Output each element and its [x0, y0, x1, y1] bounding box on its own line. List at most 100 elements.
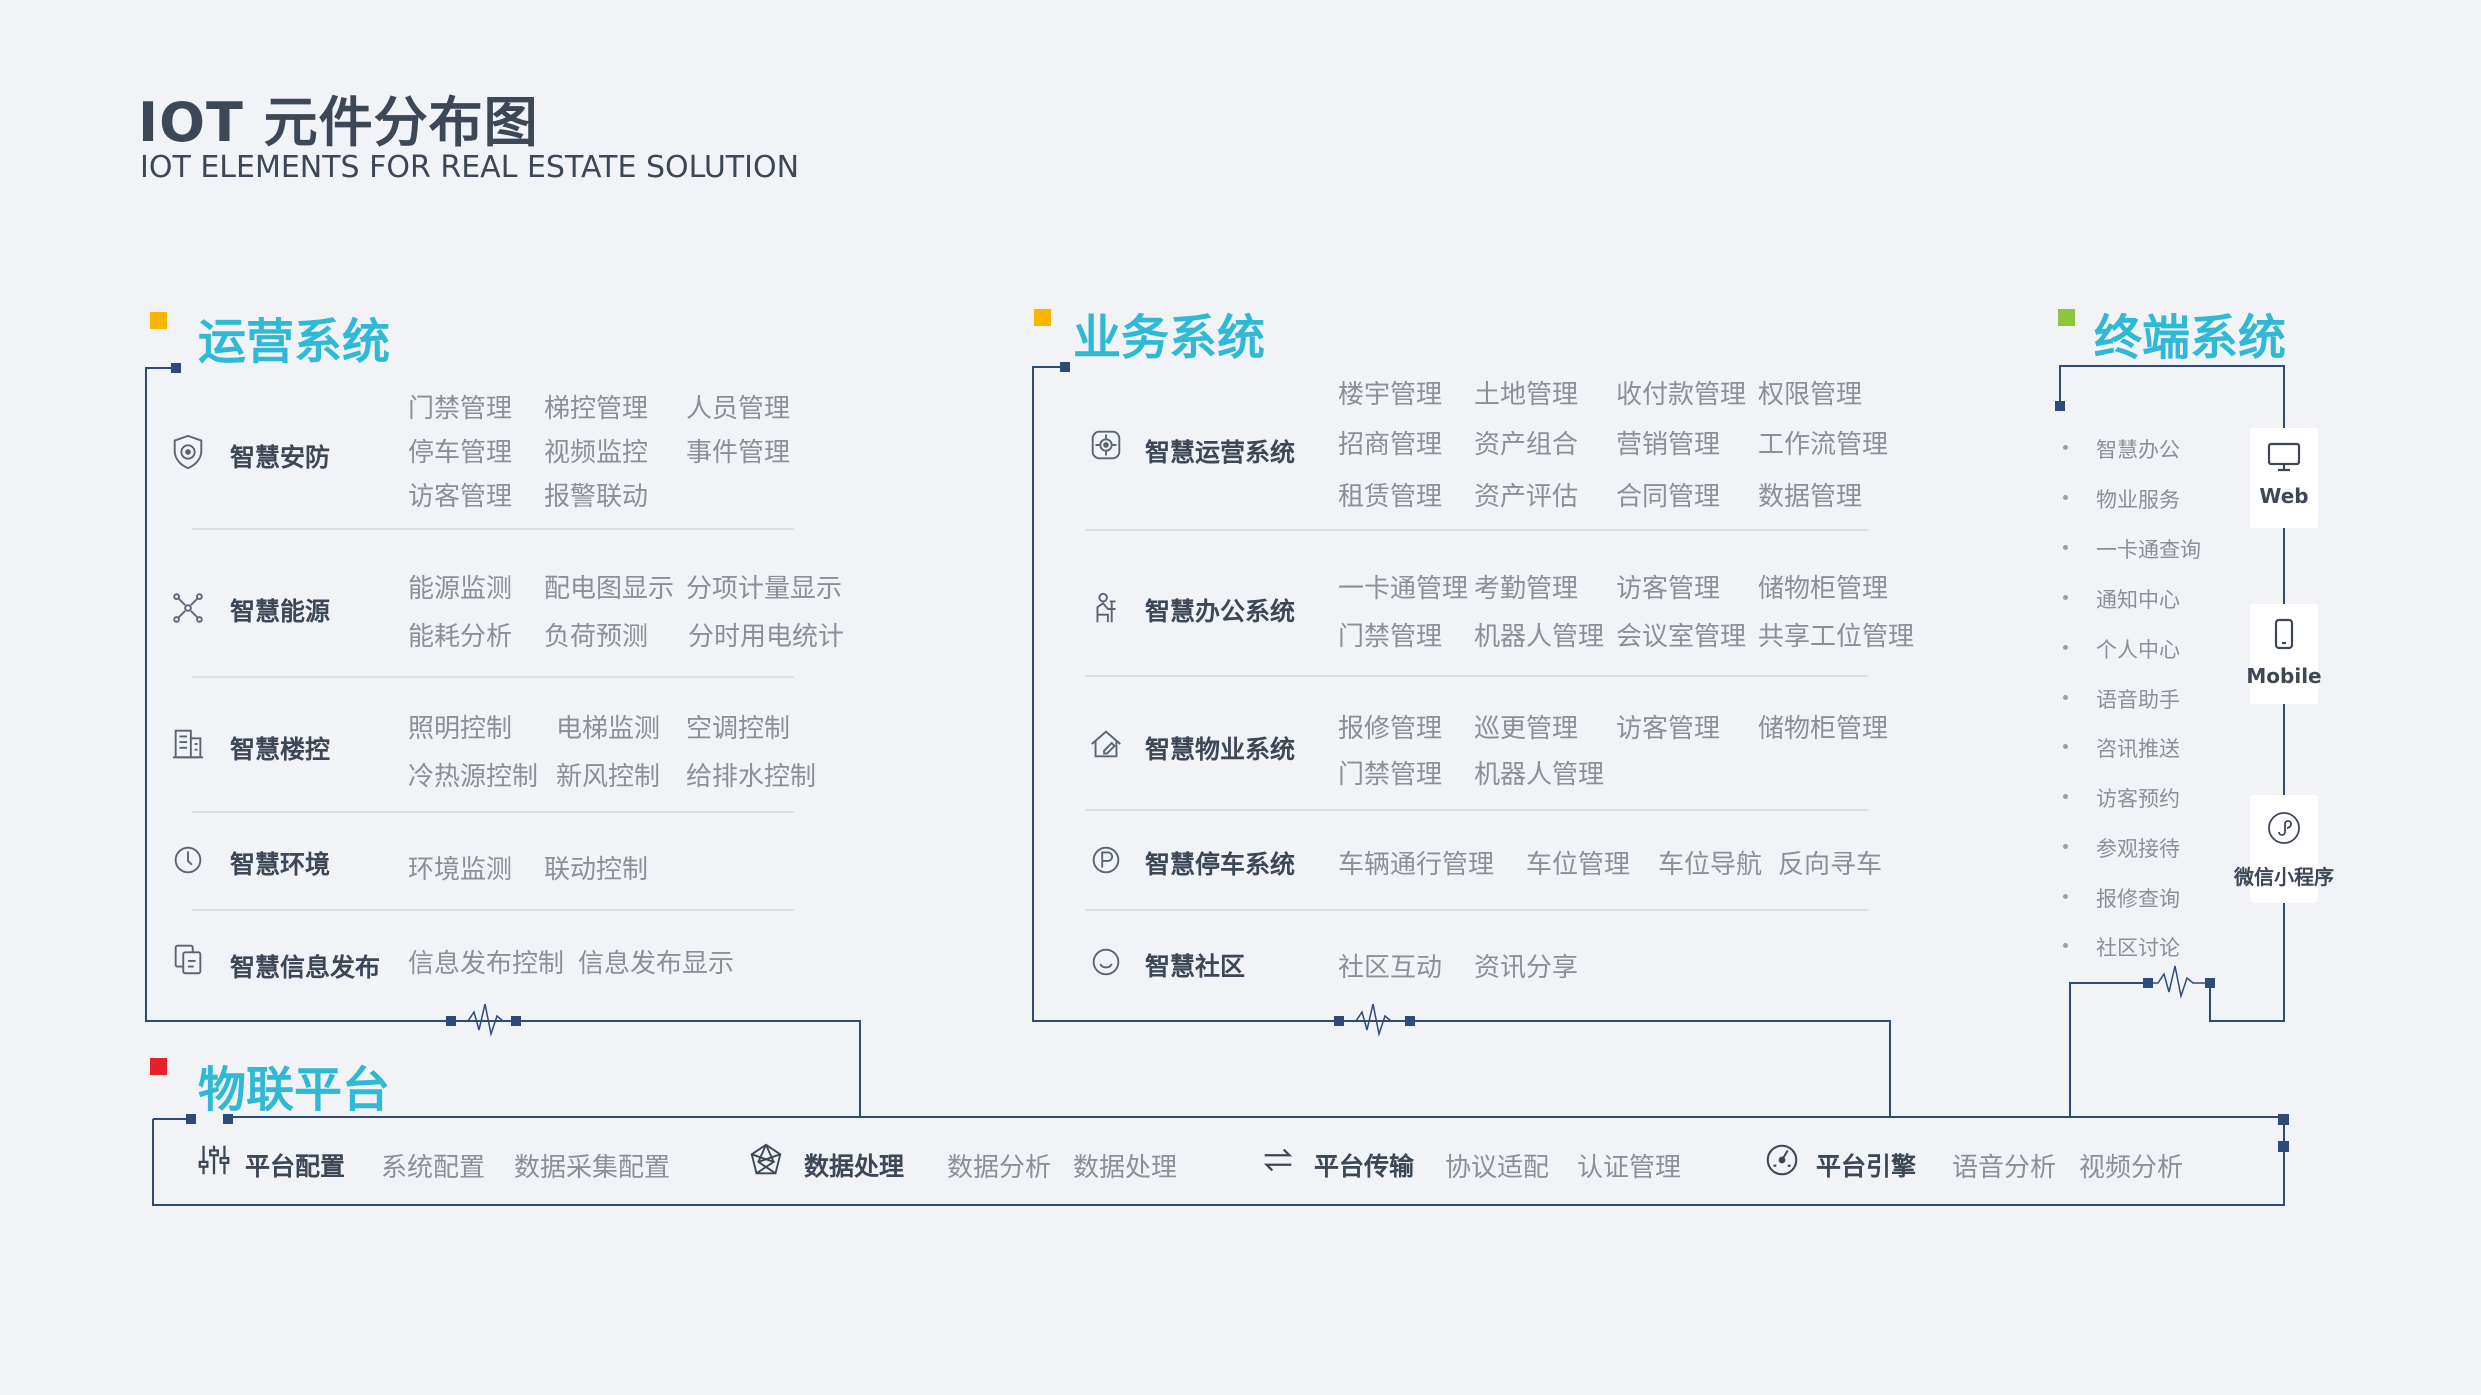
- office-worker-icon: [1084, 587, 1128, 631]
- biz-item: 门禁管理: [1338, 760, 1443, 790]
- terminal-bullet: [2063, 844, 2068, 849]
- terminal-bullet: [2063, 495, 2068, 500]
- page-title: IOT 元件分布图: [138, 91, 539, 154]
- biz-item: 资产组合: [1474, 430, 1579, 460]
- parking-icon: [1084, 838, 1128, 882]
- ops-item: 配电图显示: [544, 574, 675, 604]
- ops-item: 梯控管理: [544, 394, 649, 424]
- biz-item: 考勤管理: [1474, 574, 1579, 604]
- terminal-bullet: [2063, 894, 2068, 899]
- platform-cat-transport: 平台传输: [1314, 1152, 1415, 1181]
- biz-cat-office: 智慧办公系统: [1145, 597, 1296, 626]
- biz-item: 储物柜管理: [1758, 714, 1889, 744]
- environment-icon: [166, 838, 210, 882]
- terminal-item: 语音助手: [2096, 688, 2180, 712]
- biz-item: 门禁管理: [1338, 622, 1443, 652]
- sliders-icon: [192, 1138, 236, 1182]
- platform-item: 数据采集配置: [514, 1153, 671, 1183]
- platform-item: 数据分析: [947, 1153, 1052, 1183]
- biz-divider: [1085, 675, 1868, 677]
- ops-item: 视频监控: [544, 438, 649, 468]
- biz-cat-parking: 智慧停车系统: [1145, 850, 1296, 879]
- ops-item: 能源监测: [408, 574, 513, 604]
- device-mobile: Mobile: [2246, 604, 2322, 704]
- terminal-bullet: [2063, 595, 2068, 600]
- ops-item: 空调控制: [686, 714, 791, 744]
- platform-cat-config: 平台配置: [245, 1152, 346, 1181]
- building-icon: [166, 722, 210, 766]
- ops-cat-security: 智慧安防: [230, 443, 331, 472]
- biz-item: 机器人管理: [1474, 760, 1605, 790]
- biz-item: 租赁管理: [1338, 482, 1443, 512]
- terminal-item: 咨讯推送: [2096, 737, 2180, 761]
- biz-item: 访客管理: [1616, 714, 1721, 744]
- monitor-icon: [2267, 442, 2301, 476]
- biz-item: 合同管理: [1616, 482, 1721, 512]
- terminal-item: 物业服务: [2096, 488, 2180, 512]
- ops-cat-energy: 智慧能源: [230, 597, 331, 626]
- shield-icon: [166, 430, 210, 474]
- terminal-item: 访客预约: [2096, 787, 2180, 811]
- operations-icon: [1084, 423, 1128, 467]
- terminal-item: 社区讨论: [2096, 936, 2180, 960]
- terminal-item: 参观接待: [2096, 837, 2180, 861]
- property-home-icon: [1084, 722, 1128, 766]
- energy-nodes-icon: [166, 586, 210, 630]
- ops-item: 信息发布控制: [408, 949, 565, 979]
- publish-icon: [166, 937, 210, 981]
- device-label: 微信小程序: [2234, 865, 2334, 889]
- ops-item: 能耗分析: [408, 622, 513, 652]
- biz-item: 机器人管理: [1474, 622, 1605, 652]
- biz-cat-community: 智慧社区: [1145, 952, 1246, 981]
- terminal-item: 通知中心: [2096, 588, 2180, 612]
- biz-item: 访客管理: [1616, 574, 1721, 604]
- platform-cat-processing: 数据处理: [804, 1152, 905, 1181]
- biz-item: 资产评估: [1474, 482, 1579, 512]
- operations-marker: [150, 312, 167, 329]
- biz-item: 土地管理: [1474, 380, 1579, 410]
- ops-item: 人员管理: [686, 394, 791, 424]
- ops-cat-environment: 智慧环境: [230, 850, 331, 879]
- platform-item: 协议适配: [1445, 1153, 1550, 1183]
- biz-item: 巡更管理: [1474, 714, 1579, 744]
- ops-item: 环境监测: [408, 855, 513, 885]
- ops-item: 联动控制: [544, 855, 649, 885]
- ops-divider: [192, 528, 794, 530]
- biz-item: 会议室管理: [1616, 622, 1747, 652]
- network-icon: [744, 1138, 788, 1182]
- terminal-item: 报修查询: [2096, 887, 2180, 911]
- terminal-item: 一卡通查询: [2096, 538, 2201, 562]
- biz-item: 招商管理: [1338, 430, 1443, 460]
- device-web: Web: [2250, 428, 2318, 528]
- operations-title: 运营系统: [198, 314, 391, 370]
- biz-item: 社区互动: [1338, 953, 1443, 983]
- platform-cat-engine: 平台引擎: [1816, 1152, 1917, 1181]
- ops-item: 电梯监测: [556, 714, 661, 744]
- terminal-bullet: [2063, 445, 2068, 450]
- platform-item: 视频分析: [2079, 1153, 2184, 1183]
- biz-item: 车位导航: [1658, 850, 1763, 880]
- terminal-bullet: [2063, 744, 2068, 749]
- ops-cat-publishing: 智慧信息发布: [230, 953, 381, 982]
- ops-item: 停车管理: [408, 438, 513, 468]
- ops-cat-building: 智慧楼控: [230, 735, 331, 764]
- ops-item: 负荷预测: [544, 622, 649, 652]
- terminal-bullet: [2063, 545, 2068, 550]
- ops-item: 分时用电统计: [688, 622, 845, 652]
- terminal-title: 终端系统: [2094, 310, 2287, 366]
- terminal-bullet: [2063, 645, 2068, 650]
- smile-icon: [1084, 940, 1128, 984]
- platform-title: 物联平台: [198, 1062, 391, 1118]
- biz-item: 报修管理: [1338, 714, 1443, 744]
- biz-cat-property: 智慧物业系统: [1145, 735, 1296, 764]
- transfer-icon: [1256, 1138, 1300, 1182]
- platform-item: 认证管理: [1577, 1153, 1682, 1183]
- gauge-icon: [1760, 1138, 1804, 1182]
- biz-item: 收付款管理: [1616, 380, 1747, 410]
- biz-item: 权限管理: [1758, 380, 1863, 410]
- ops-divider: [192, 811, 794, 813]
- biz-cat-operations: 智慧运营系统: [1145, 438, 1296, 467]
- ops-item: 分项计量显示: [686, 574, 843, 604]
- biz-divider: [1085, 909, 1868, 911]
